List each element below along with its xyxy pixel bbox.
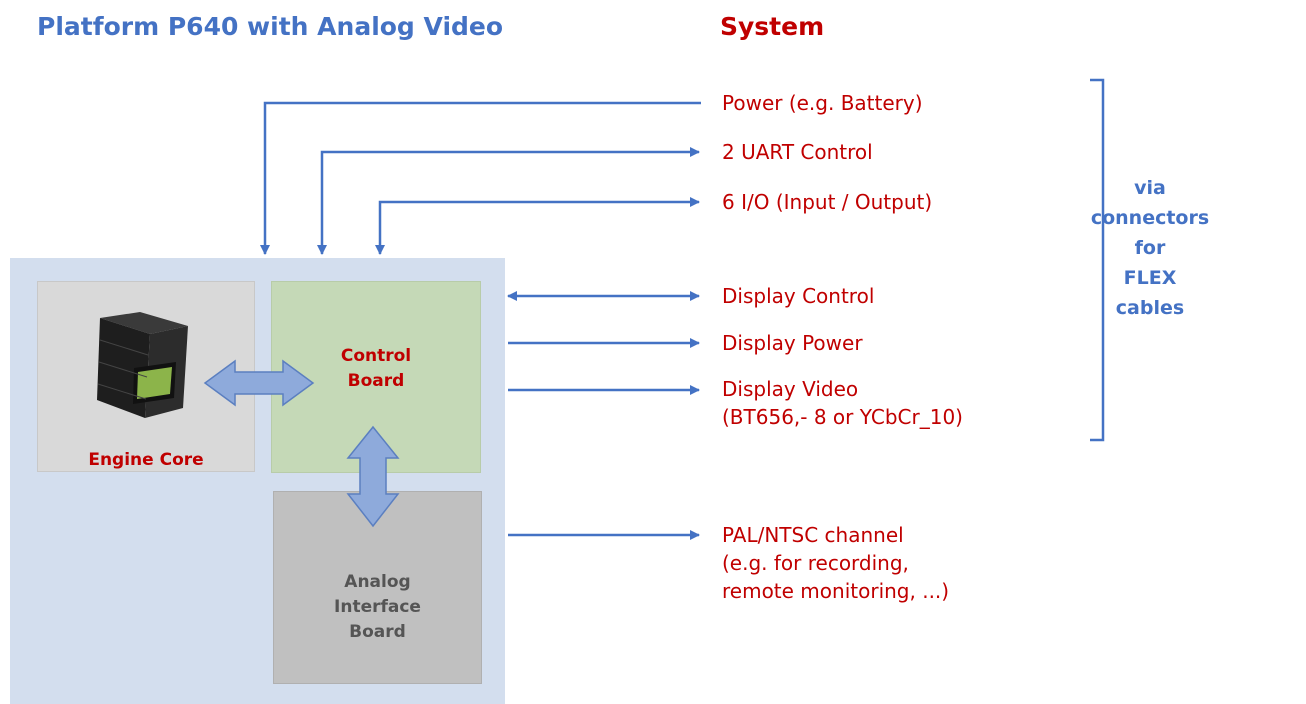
control-analog-double-arrow [346, 425, 400, 528]
note-line-4: FLEX [1123, 267, 1177, 289]
control-board-label: Control Board [271, 344, 481, 394]
connector-bracket [1090, 78, 1105, 442]
pal-ntsc-label-line-2: (e.g. for recording, [722, 551, 909, 575]
system-title: System [720, 12, 825, 41]
platform-title: Platform P640 with Analog Video [37, 12, 504, 41]
analog-interface-board-label: Analog Interface Board [273, 570, 482, 645]
display-video-label-line-1: Display Video [722, 377, 859, 401]
note-line-1: via [1134, 177, 1166, 199]
uart-label: 2 UART Control [722, 140, 873, 164]
pal-ntsc-label-line-3: remote monitoring, ...) [722, 579, 950, 603]
pal-ntsc-label: PAL/NTSC channel (e.g. for recording, re… [722, 521, 949, 605]
note-line-5: cables [1115, 297, 1185, 319]
note-line-3: for [1134, 237, 1166, 259]
display-control-label: Display Control [722, 284, 875, 308]
pal-ntsc-label-line-1: PAL/NTSC channel [722, 523, 904, 547]
analog-label-line-3: Board [349, 622, 406, 642]
flex-connectors-note: via connectors for FLEX cables [1080, 173, 1220, 323]
engine-control-double-arrow [203, 359, 315, 407]
analog-interface-board-block [273, 491, 482, 684]
uart-line [317, 147, 700, 255]
io-line [375, 197, 700, 255]
display-video-label: Display Video (BT656,- 8 or YCbCr_10) [722, 375, 963, 431]
control-board-label-line-1: Control [340, 346, 412, 366]
note-line-2: connectors [1090, 207, 1210, 229]
io-label: 6 I/O (Input / Output) [722, 190, 933, 214]
analog-label-line-2: Interface [334, 597, 421, 617]
display-power-label: Display Power [722, 331, 863, 355]
analog-label-line-1: Analog [344, 572, 411, 592]
power-label: Power (e.g. Battery) [722, 91, 923, 115]
thermal-camera-core-icon [97, 312, 188, 418]
display-video-label-line-2: (BT656,- 8 or YCbCr_10) [722, 405, 963, 429]
power-line [260, 101, 701, 255]
control-board-label-line-2: Board [347, 371, 405, 391]
engine-core-label: Engine Core [88, 450, 204, 470]
